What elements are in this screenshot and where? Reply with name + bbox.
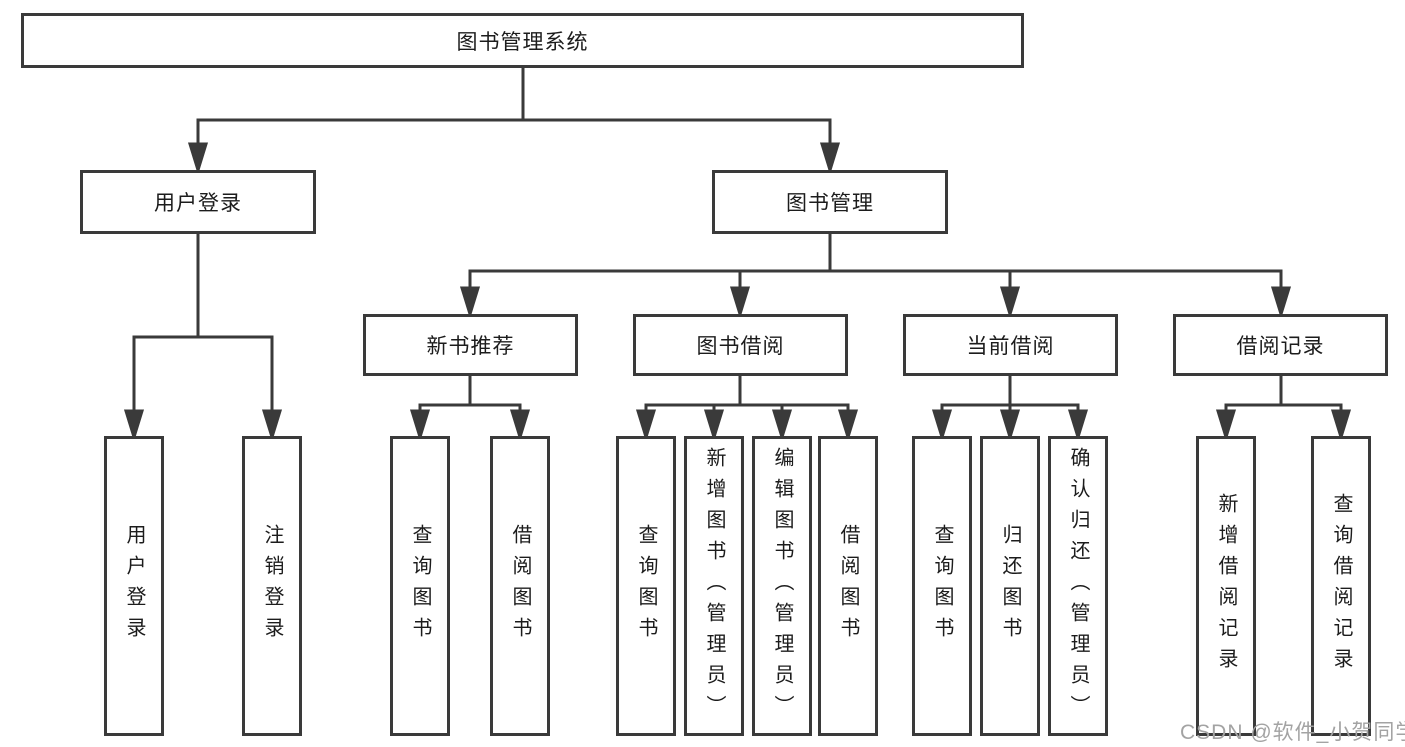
- leaf-add-borrow-record: 新增借阅记录: [1196, 436, 1256, 736]
- connector-current-borrow-children: [931, 376, 1089, 443]
- node-new-book-recommend: 新书推荐: [363, 314, 578, 376]
- node-book-borrow: 图书借阅: [633, 314, 848, 376]
- leaf-query-book-current: 查询图书: [912, 436, 972, 736]
- node-user-login-label: 用户登录: [154, 192, 242, 215]
- leaf-edit-book-admin-label: 编辑图书（管理员）: [771, 446, 793, 726]
- connector-book-management-children: [459, 234, 1292, 320]
- leaf-add-book-admin: 新增图书（管理员）: [684, 436, 744, 736]
- node-book-borrow-label: 图书借阅: [696, 335, 785, 358]
- node-book-management: 图书管理: [712, 170, 948, 234]
- leaf-add-borrow-record-label: 新增借阅记录: [1215, 493, 1237, 679]
- leaf-add-book-admin-label: 新增图书（管理员）: [703, 446, 725, 726]
- connector-borrow-records-children: [1215, 376, 1352, 443]
- leaf-user-login: 用户登录: [104, 436, 164, 736]
- node-borrow-records: 借阅记录: [1173, 314, 1388, 376]
- leaf-edit-book-admin: 编辑图书（管理员）: [752, 436, 812, 736]
- leaf-user-login-label: 用户登录: [123, 524, 145, 648]
- leaf-logout-label: 注销登录: [261, 524, 283, 648]
- node-current-borrow-label: 当前借阅: [966, 335, 1055, 358]
- leaf-borrow-book-recommend: 借阅图书: [490, 436, 550, 736]
- leaf-query-book-current-label: 查询图书: [931, 524, 953, 648]
- connector-book-borrow-children: [635, 376, 859, 443]
- leaf-confirm-return-admin: 确认归还（管理员）: [1048, 436, 1108, 736]
- leaf-confirm-return-admin-label: 确认归还（管理员）: [1067, 446, 1089, 726]
- connector-user-login-children: [123, 234, 283, 443]
- leaf-borrow-book: 借阅图书: [818, 436, 878, 736]
- leaf-query-book-borrow-label: 查询图书: [635, 524, 657, 648]
- node-root: 图书管理系统: [21, 13, 1024, 68]
- leaf-borrow-book-recommend-label: 借阅图书: [509, 524, 531, 648]
- connector-new-book-recommend-children: [409, 376, 531, 443]
- node-current-borrow: 当前借阅: [903, 314, 1118, 376]
- leaf-query-borrow-record: 查询借阅记录: [1311, 436, 1371, 736]
- leaf-return-book: 归还图书: [980, 436, 1040, 736]
- leaf-logout: 注销登录: [242, 436, 302, 736]
- node-new-book-recommend-label: 新书推荐: [426, 335, 515, 358]
- leaf-query-book-recommend: 查询图书: [390, 436, 450, 736]
- leaf-query-book-borrow: 查询图书: [616, 436, 676, 736]
- node-root-label: 图书管理系统: [456, 30, 589, 54]
- node-borrow-records-label: 借阅记录: [1236, 335, 1325, 358]
- node-user-login: 用户登录: [80, 170, 316, 234]
- connector-root-to-level2: [187, 68, 841, 176]
- leaf-query-borrow-record-label: 查询借阅记录: [1330, 493, 1352, 679]
- leaf-return-book-label: 归还图书: [999, 524, 1021, 648]
- csdn-watermark: CSDN @软件_小贺同学: [1180, 721, 1405, 744]
- leaf-borrow-book-label: 借阅图书: [837, 524, 859, 648]
- leaf-query-book-recommend-label: 查询图书: [409, 524, 431, 648]
- node-book-management-label: 图书管理: [786, 192, 874, 215]
